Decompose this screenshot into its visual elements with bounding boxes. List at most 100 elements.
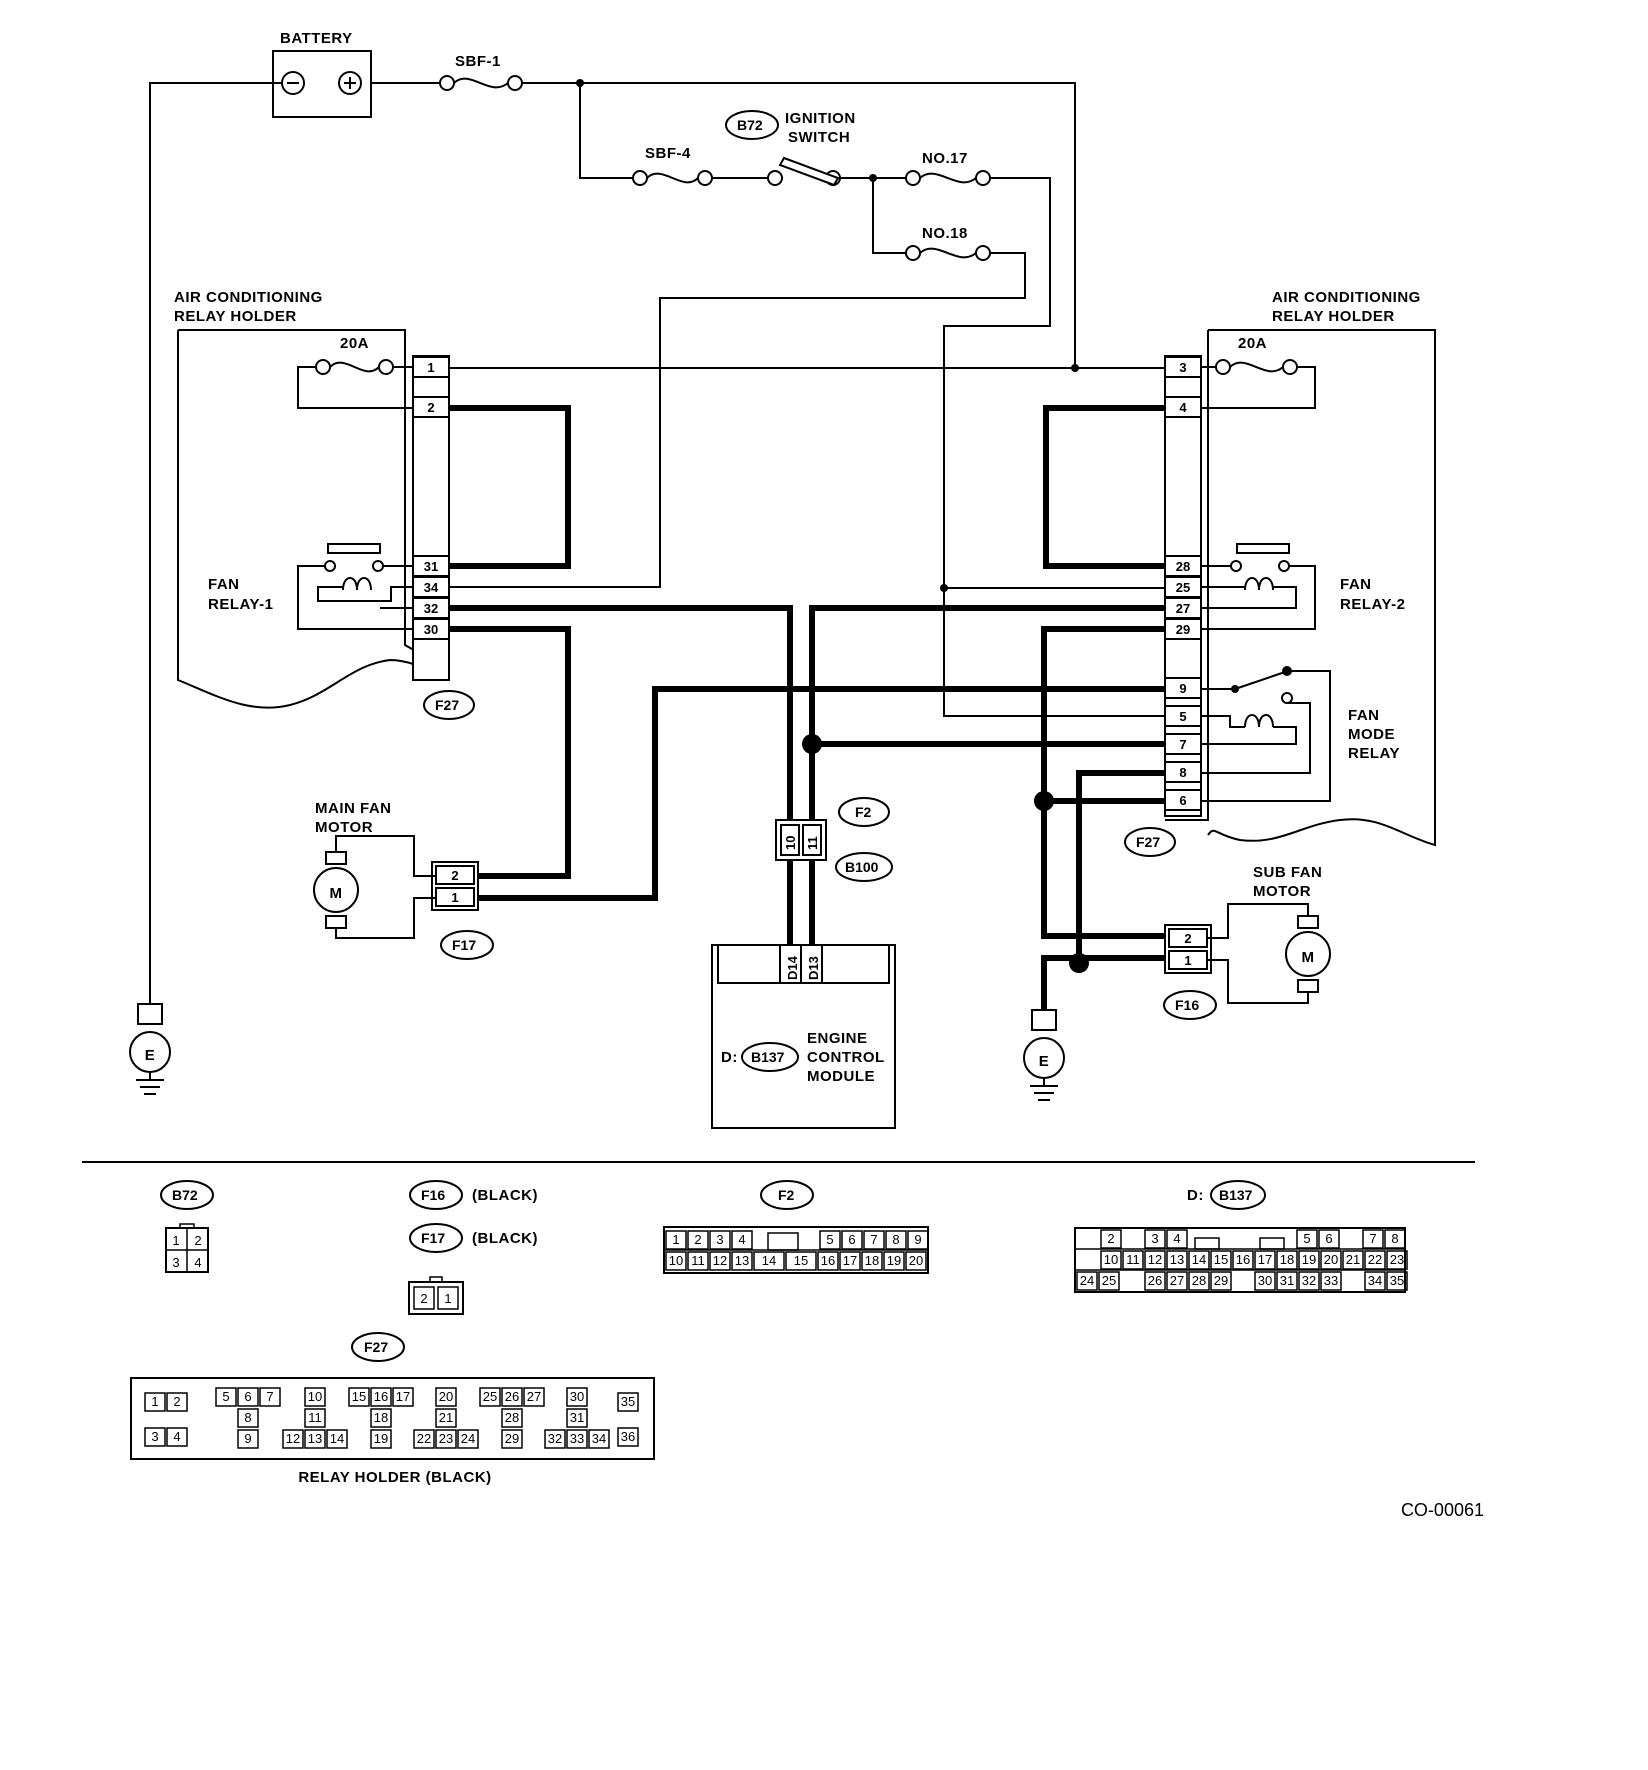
legend-f27-oval: F27 <box>364 1339 388 1355</box>
legend-pin: 7 <box>870 1232 877 1247</box>
b72-pin: 3 <box>172 1255 179 1270</box>
legend-pin-cell <box>687 1230 709 1250</box>
legend-pin: 3 <box>1151 1231 1158 1246</box>
left-pin: 32 <box>424 601 438 616</box>
legend-pin-cell <box>1166 1229 1188 1249</box>
ecm-code: B137 <box>751 1049 785 1065</box>
f27-left-oval: F27 <box>435 697 459 713</box>
legend-pin: 12 <box>713 1253 727 1268</box>
legend-pin-cell <box>237 1387 259 1407</box>
legend-pin: 14 <box>1192 1252 1206 1267</box>
legend-pin: 8 <box>892 1232 899 1247</box>
legend-pin: 23 <box>1390 1252 1404 1267</box>
legend-pin-cell <box>544 1429 566 1449</box>
legend-pin-cell <box>1098 1271 1120 1291</box>
legend-pin: 5 <box>222 1389 229 1404</box>
legend-pin-cell <box>370 1387 392 1407</box>
legend-pin: 14 <box>330 1431 344 1446</box>
legend-pin: 25 <box>483 1389 497 1404</box>
legend-pin: 16 <box>821 1253 835 1268</box>
legend-f17-oval: F17 <box>421 1230 445 1246</box>
ground-left-symbol: E <box>145 1047 156 1064</box>
legend-pin: 32 <box>548 1431 562 1446</box>
legend-pin-cell <box>1254 1271 1276 1291</box>
legend-pin-cell <box>370 1429 392 1449</box>
legend-pin: 9 <box>914 1232 921 1247</box>
legend-pin-cell <box>1298 1271 1320 1291</box>
f17-pin: 2 <box>451 868 458 883</box>
legend-pin: 21 <box>439 1410 453 1425</box>
legend-pin: 18 <box>374 1410 388 1425</box>
left-relay-holder: AIR CONDITIONING RELAY HOLDER 1 2 31 34 … <box>174 289 475 720</box>
f17-pin: 1 <box>451 890 458 905</box>
legend-pin-cell <box>1100 1229 1122 1249</box>
legend-pin-cell <box>259 1387 281 1407</box>
legend-pin-cell <box>1298 1250 1320 1270</box>
legend-pin: 11 <box>308 1410 322 1425</box>
battery-ground-wire <box>149 82 282 1010</box>
legend-pin-cell <box>435 1387 457 1407</box>
legend-pin: 11 <box>1126 1252 1140 1267</box>
main-motor-symbol: M <box>330 885 343 902</box>
f2-b100-connector: 10 11 F2 B100 <box>775 797 893 882</box>
fan-relay2-l2: RELAY-2 <box>1340 596 1405 613</box>
main-fan-motor: 2 1 M MAIN FAN MOTOR F17 <box>313 800 494 960</box>
legend-pin: 16 <box>374 1389 388 1404</box>
legend-pin: 21 <box>1346 1252 1360 1267</box>
legend-pin: 14 <box>762 1253 776 1268</box>
legend-pin-cell <box>1144 1250 1166 1270</box>
legend-pin: 9 <box>244 1431 251 1446</box>
legend-pin-cell <box>1122 1250 1144 1270</box>
f17-oval: F17 <box>452 937 476 953</box>
legend-pin-cell <box>1166 1250 1188 1270</box>
legend-b137-oval: B137 <box>1219 1187 1253 1203</box>
legend-pin: 17 <box>1258 1252 1272 1267</box>
fuse-sbf1: SBF-1 <box>439 53 523 91</box>
legend-pin-cell <box>785 1251 817 1271</box>
legend-pin: 24 <box>1080 1273 1094 1288</box>
ignition-code: B72 <box>737 117 763 133</box>
legend-pin-cell <box>566 1408 588 1428</box>
legend-pin: 23 <box>439 1431 453 1446</box>
legend-pin: 2 <box>694 1232 701 1247</box>
ground-left: E <box>129 1003 171 1095</box>
relay-holder-label: RELAY HOLDER (BLACK) <box>298 1469 491 1486</box>
legend-pin: 19 <box>374 1431 388 1446</box>
main-fan-l1: MAIN FAN <box>315 800 392 817</box>
doc-code: CO-00061 <box>1401 1500 1484 1520</box>
legend-pin: 20 <box>909 1253 923 1268</box>
legend-pin: 22 <box>1368 1252 1382 1267</box>
legend-pin-cell <box>566 1429 588 1449</box>
ground-right-symbol: E <box>1039 1053 1050 1070</box>
legend-pin-cell <box>863 1230 885 1250</box>
legend-pin-cell <box>731 1230 753 1250</box>
legend-pin: 29 <box>505 1431 519 1446</box>
legend-pin: 12 <box>1148 1252 1162 1267</box>
right-holder-l2: RELAY HOLDER <box>1272 308 1395 325</box>
legend-pin-cell <box>166 1392 188 1412</box>
legend-pin: 1 <box>672 1232 679 1247</box>
legend-pin-cell <box>1166 1271 1188 1291</box>
left-pin: 34 <box>424 580 439 595</box>
legend-pin: 22 <box>417 1431 431 1446</box>
legend-pin-cell <box>1188 1250 1210 1270</box>
legend-pin-cell <box>1342 1250 1364 1270</box>
legend-pin-cell <box>1144 1229 1166 1249</box>
legend-pin: 2 <box>173 1394 180 1409</box>
legend-f16-oval: F16 <box>421 1187 445 1203</box>
legend-pin-cell <box>861 1251 883 1271</box>
f2-pin: 10 <box>783 836 798 850</box>
legend-pin: 18 <box>1280 1252 1294 1267</box>
legend-pin-cell <box>237 1429 259 1449</box>
f16-pin: 2 <box>1184 931 1191 946</box>
legend-pin: 11 <box>691 1253 705 1268</box>
legend-pin-cell <box>1320 1271 1342 1291</box>
legend-pin-cell <box>566 1387 588 1407</box>
legend-pin-cell <box>435 1408 457 1428</box>
f27-right-oval: F27 <box>1136 834 1160 850</box>
left-pin: 2 <box>427 400 434 415</box>
legend-pin-cell <box>435 1429 457 1449</box>
legend-pin: 19 <box>1302 1252 1316 1267</box>
